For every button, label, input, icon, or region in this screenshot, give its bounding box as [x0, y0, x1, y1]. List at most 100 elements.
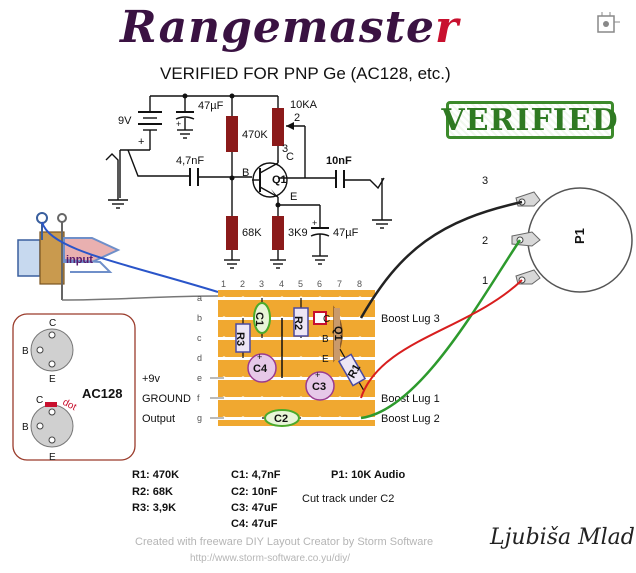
pot-10ka [272, 108, 284, 146]
label-lug2: Boost Lug 2 [381, 413, 440, 425]
board-pin-b: B [322, 334, 329, 345]
label-r2: R2 [292, 316, 304, 330]
wire-lug1 [360, 279, 523, 399]
col-1: 1 [221, 279, 226, 289]
pinout-name: AC128 [82, 386, 122, 401]
input-label: input [66, 254, 93, 266]
bom-c1: C1: 4,7nF [231, 469, 281, 481]
supply-cap-label: 47µF [198, 100, 224, 112]
ground-wire-jack [61, 295, 219, 301]
input-jack: input [17, 212, 121, 300]
row-f: f [197, 393, 200, 403]
signature: Ljubiša Mladić [490, 525, 636, 550]
pot-pin-2: 2 [294, 112, 300, 124]
col-6: 6 [317, 279, 322, 289]
transistor-label: Q1 [272, 174, 287, 186]
title-main: Rangemaste [120, 2, 435, 53]
r-bottom-label: 68K [242, 227, 262, 239]
row-c: c [197, 333, 202, 343]
r-emitter-label: 3K9 [288, 227, 308, 239]
pot-label: 10KA [290, 99, 318, 111]
bom-r1: R1: 470K [132, 469, 179, 481]
pin-b-label: B [242, 167, 249, 179]
col-3: 3 [259, 279, 264, 289]
label-q1: Q1 [332, 326, 344, 341]
pot-lug-2: 2 [482, 235, 488, 247]
board-components [235, 298, 367, 427]
label-output: Output [142, 413, 175, 425]
schematic-parts [182, 93, 294, 250]
emitter-cap-label: 47µF [333, 227, 359, 239]
resistor-470k [226, 116, 238, 152]
bom-c2: C2: 10nF [231, 486, 278, 498]
c3-plus: + [315, 370, 320, 380]
pinout-bottom-c: C [36, 395, 43, 406]
circuit-logo-icon [594, 10, 622, 41]
pinout-top-b: B [22, 346, 29, 357]
label-lug1: Boost Lug 1 [381, 393, 440, 405]
pot-pin-3: 3 [282, 143, 288, 155]
bill-of-materials: R1: 470K R2: 68K R3: 3,9K C1: 4,7nF C2: … [132, 469, 405, 530]
bom-c4: C4: 47uF [231, 518, 278, 530]
resistor-68k [226, 216, 238, 250]
stripboard: 1 2 3 4 5 6 7 8 a b c d e f g +9v GROUND [142, 279, 440, 427]
label-r3: R3 [234, 332, 246, 346]
label-c1: C1 [253, 312, 265, 326]
title-accent: r [435, 2, 460, 53]
row-a: a [197, 293, 202, 303]
label-9v: +9v [142, 373, 161, 385]
pinout-bottom-e: E [49, 452, 56, 463]
wire-lug2 [360, 239, 522, 420]
row-e: e [197, 373, 202, 383]
pin-e-label: E [290, 191, 297, 203]
row-b: b [197, 313, 202, 323]
emitter-cap-plus: + [312, 218, 317, 228]
title: Rangemaster [120, 2, 459, 53]
transistor-pinout: C B E C B E dot AC128 [12, 313, 136, 463]
pot-lug-1: 1 [482, 275, 488, 287]
supply-cap-plus: + [176, 119, 181, 129]
boost-pot: P1 3 2 1 [482, 175, 633, 293]
label-c3: C3 [312, 381, 326, 393]
col-7: 7 [337, 279, 342, 289]
bom-r3: R3: 3,9K [132, 502, 176, 514]
pinout-top-e: E [49, 374, 56, 385]
battery-plus: + [138, 136, 144, 148]
schematic [105, 95, 392, 269]
pinout-bottom-b: B [22, 422, 29, 433]
row-g: g [197, 413, 202, 423]
col-2: 2 [240, 279, 245, 289]
col-8: 8 [357, 279, 362, 289]
pot-label-p1: P1 [572, 228, 587, 244]
input-cap-label: 4,7nF [176, 155, 204, 167]
row-d: d [197, 353, 202, 363]
wire-lug3 [359, 200, 523, 319]
credit-line-2: http://www.storm-software.co.yu/diy/ [190, 553, 351, 564]
board-pin-e: E [322, 354, 329, 365]
subtitle: VERIFIED FOR PNP Ge (AC128, etc.) [160, 64, 451, 83]
pin-c-label: C [286, 151, 294, 163]
bom-note: Cut track under C2 [302, 493, 394, 505]
c4-plus: + [257, 352, 262, 362]
schematic-labels: 9V + 47µF + 470K 10KA 2 3 4,7nF B C E Q1… [118, 99, 359, 239]
bom-p1: P1: 10K Audio [331, 469, 405, 481]
r-top-label: 470K [242, 129, 268, 141]
bom-c3: C3: 47uF [231, 502, 278, 514]
input-wire [41, 221, 219, 293]
label-c2: C2 [274, 413, 288, 425]
battery-label: 9V [118, 115, 132, 127]
credit-line-1: Created with freeware DIY Layout Creator… [135, 536, 434, 548]
resistor-3k9 [272, 216, 284, 250]
col-5: 5 [298, 279, 303, 289]
col-4: 4 [279, 279, 284, 289]
label-c4: C4 [253, 363, 268, 375]
label-lug3: Boost Lug 3 [381, 313, 440, 325]
board-pin-c: C [323, 314, 330, 325]
verified-stamp: VERIFIED [441, 101, 619, 139]
bom-r2: R2: 68K [132, 486, 173, 498]
pot-lug-3: 3 [482, 175, 488, 187]
pinout-top-c: C [49, 318, 56, 329]
output-cap-label: 10nF [326, 155, 352, 167]
